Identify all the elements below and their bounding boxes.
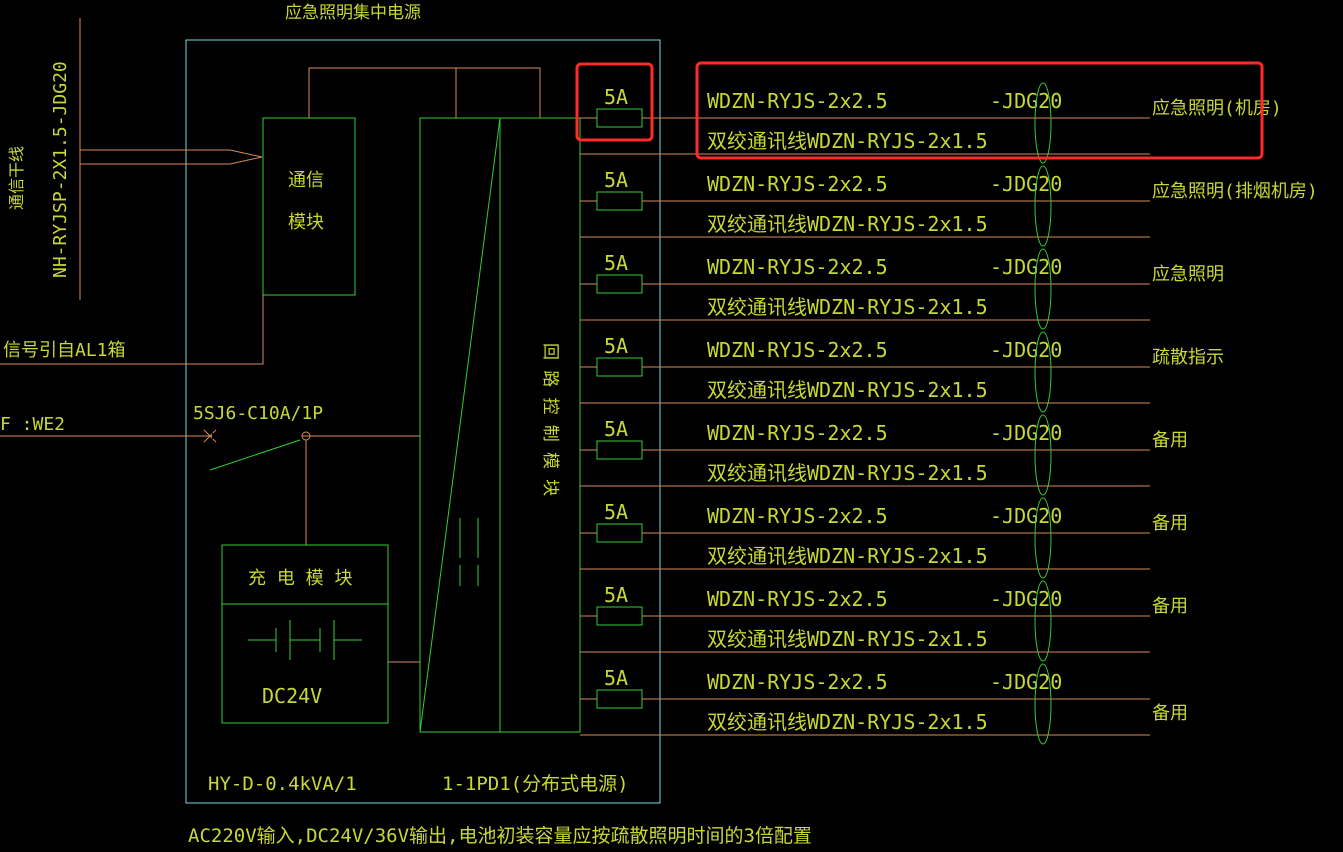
comm-cable-label: 双绞通讯线WDZN-RYJS-2x1.5 (707, 710, 988, 734)
conduit-label: -JDG20 (990, 172, 1062, 196)
fuse-rating-label: 5A (604, 251, 628, 275)
highlight-circuit-1[interactable] (695, 61, 1264, 160)
signal-line (0, 295, 264, 365)
fuse-rating-label: 5A (604, 85, 628, 109)
comm-module-label-2: 模块 (288, 212, 324, 233)
load-label: 应急照明(机房) (1152, 98, 1282, 119)
comm-cable-label: 双绞通讯线WDZN-RYJS-2x1.5 (707, 627, 988, 651)
breaker-blade[interactable] (209, 439, 301, 471)
power-cable-label: WDZN-RYJS-2x2.5 (707, 587, 888, 611)
panel-frame[interactable] (185, 39, 661, 804)
fuse-icon[interactable] (596, 191, 643, 211)
highlight-fuse-1[interactable] (575, 62, 654, 142)
power-cable-label: WDZN-RYJS-2x2.5 (707, 421, 888, 445)
fuse-icon[interactable] (596, 357, 643, 377)
fuse-rating-label: 5A (604, 417, 628, 441)
distributed-power-label: 1-1PD1(分布式电源) (442, 773, 629, 795)
comm-cable-label: 双绞通讯线WDZN-RYJS-2x1.5 (707, 461, 988, 485)
fuse-icon[interactable] (596, 274, 643, 294)
comm-cable-label: 双绞通讯线WDZN-RYJS-2x1.5 (707, 378, 988, 402)
load-label: 备用 (1152, 703, 1188, 724)
power-cable-label: WDZN-RYJS-2x2.5 (707, 172, 888, 196)
conduit-label: -JDG20 (990, 338, 1062, 362)
breaker-gap-mask (212, 433, 302, 439)
cable-bundle-ellipse (1034, 82, 1052, 164)
power-cable-label: WDZN-RYJS-2x2.5 (707, 89, 888, 113)
bus-block-diagonal (419, 117, 501, 733)
conduit-label: -JDG20 (990, 255, 1062, 279)
loop-control-module-label: 回 路 控 制 模 块 (540, 343, 560, 496)
cable-bundle-ellipse (1034, 165, 1052, 247)
load-label: 备用 (1152, 430, 1188, 451)
fuse-rating-label: 5A (604, 583, 628, 607)
cable-bundle-ellipse (1034, 663, 1052, 745)
circuit-row[interactable]: 5A WDZN-RYJS-2x2.5 双绞通讯线WDZN-RYJS-2x1.5-JD… (580, 165, 1318, 247)
loop-control-module-box[interactable] (499, 117, 581, 733)
power-cable-label: WDZN-RYJS-2x2.5 (707, 338, 888, 362)
conduit-label: -JDG20 (990, 421, 1062, 445)
comm-cable-label: 双绞通讯线WDZN-RYJS-2x1.5 (707, 295, 988, 319)
power-cable-label: WDZN-RYJS-2x2.5 (707, 670, 888, 694)
cable-bundle-ellipse (1034, 580, 1052, 662)
bus-capacitor-icon (459, 518, 479, 586)
conduit-label: -JDG20 (990, 587, 1062, 611)
charge-module-box[interactable] (221, 544, 389, 724)
load-label: 疏散指示 (1152, 347, 1224, 368)
comm-trunk-label: 通信干线 (7, 146, 26, 210)
conduit-label: -JDG20 (990, 670, 1062, 694)
cable-bundle-ellipse (1034, 331, 1052, 413)
fuse-rating-label: 5A (604, 666, 628, 690)
circuit-row[interactable]: 5A WDZN-RYJS-2x2.5 双绞通讯线WDZN-RYJS-2x1.5-JD… (580, 414, 1188, 496)
fuse-rating-label: 5A (604, 500, 628, 524)
power-cable-label: WDZN-RYJS-2x2.5 (707, 255, 888, 279)
fuse-icon[interactable] (596, 523, 643, 543)
load-label: 备用 (1152, 596, 1188, 617)
fuse-rating-label: 5A (604, 168, 628, 192)
circuit-row[interactable]: 5A WDZN-RYJS-2x2.5 双绞通讯线WDZN-RYJS-2x1.5-JD… (580, 82, 1282, 164)
circuit-row[interactable]: 5A WDZN-RYJS-2x2.5 双绞通讯线WDZN-RYJS-2x1.5-JD… (580, 331, 1224, 413)
circuit-row[interactable]: 5A WDZN-RYJS-2x2.5 双绞通讯线WDZN-RYJS-2x1.5-JD… (580, 497, 1188, 579)
breaker-x-b (203, 429, 217, 443)
load-label: 应急照明 (1152, 264, 1224, 285)
power-cable-label: WDZN-RYJS-2x2.5 (707, 504, 888, 528)
comm-cable-label: 双绞通讯线WDZN-RYJS-2x1.5 (707, 544, 988, 568)
comm-cable-label: NH-RYJSP-2X1.5-JDG20 (50, 61, 71, 278)
circuit-row[interactable]: 5A WDZN-RYJS-2x2.5 双绞通讯线WDZN-RYJS-2x1.5-JD… (580, 663, 1188, 745)
circuit-row[interactable]: 5A WDZN-RYJS-2x2.5 双绞通讯线WDZN-RYJS-2x1.5-JD… (580, 580, 1188, 662)
panel-note: AC220V输入,DC24V/36V输出,电池初装容量应按疏散照明时间的3倍配置 (188, 825, 812, 847)
comm-cable-label: 双绞通讯线WDZN-RYJS-2x1.5 (707, 212, 988, 236)
conduit-label: -JDG20 (990, 89, 1062, 113)
conduit-label: -JDG20 (990, 504, 1062, 528)
comm-cable-label: 双绞通讯线WDZN-RYJS-2x1.5 (707, 129, 988, 153)
fuse-icon[interactable] (596, 689, 643, 709)
fuse-icon[interactable] (596, 606, 643, 626)
diagram-title: 应急照明集中电源 (285, 3, 421, 23)
cable-bundle-ellipse (1034, 414, 1052, 496)
cable-bundle-ellipse (1034, 248, 1052, 330)
fuse-icon[interactable] (596, 108, 643, 128)
fuse-rating-label: 5A (604, 334, 628, 358)
breaker-label: 5SJ6-C10A/1P (193, 403, 323, 424)
comm-to-bus-wire (308, 67, 541, 118)
load-label: 备用 (1152, 513, 1188, 534)
comm-link-arrow (229, 149, 263, 165)
fuse-icon[interactable] (596, 440, 643, 460)
battery-voltage-label: DC24V (262, 684, 322, 708)
circuit-row[interactable]: 5A WDZN-RYJS-2x2.5 双绞通讯线WDZN-RYJS-2x1.5-JD… (580, 248, 1224, 330)
cable-bundle-ellipse (1034, 497, 1052, 579)
charge-module-label: 充 电 模 块 (248, 568, 353, 589)
signal-from-label: 信号引自AL1箱 (3, 340, 126, 361)
battery-icon (248, 620, 362, 660)
load-label: 应急照明(排烟机房) (1152, 181, 1318, 202)
panel-model-label: HY-D-0.4kVA/1 (208, 773, 357, 795)
comm-module-label-1: 通信 (288, 170, 324, 191)
feed-label: F :WE2 (0, 414, 65, 435)
comm-module-box[interactable] (262, 117, 356, 296)
